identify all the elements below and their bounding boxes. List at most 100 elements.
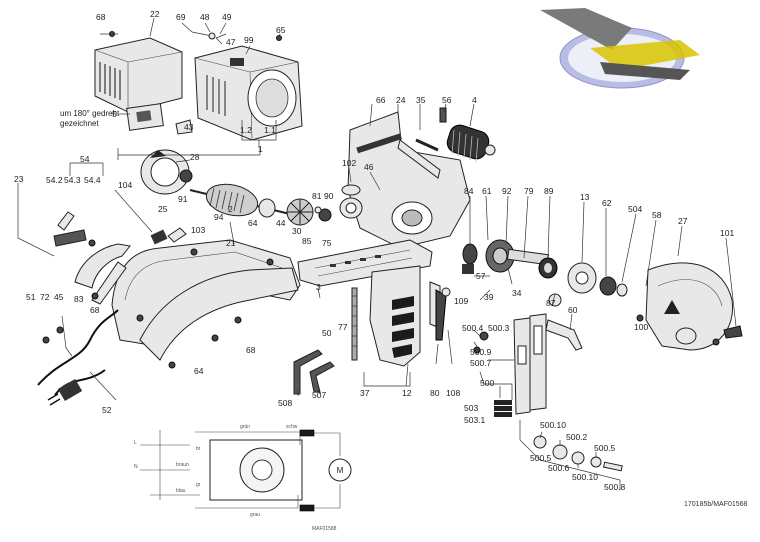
blade-guard-37	[351, 265, 441, 367]
housing-cover-22	[94, 31, 183, 113]
part-label: 54.4	[84, 175, 101, 185]
part-label: 500	[480, 378, 494, 388]
part-label: 28	[190, 152, 200, 162]
handle-knob-4	[446, 124, 496, 163]
part-label: 1.1	[264, 125, 276, 135]
part-label: 43	[184, 122, 194, 132]
part-label: 503.1	[464, 415, 486, 425]
part-label: 1	[258, 144, 263, 154]
part-labels: 68 22 69 48 49 65 47 99 5 43 1.2 1.1 1 2…	[14, 9, 734, 492]
part-label: 22	[150, 9, 160, 19]
gear-train	[462, 239, 628, 297]
part-label: 54.2	[46, 175, 63, 185]
part-label: 500.10	[540, 420, 566, 430]
part-label: 68	[90, 305, 100, 315]
handle-shell-64	[139, 267, 299, 369]
part-label: 91	[178, 194, 188, 204]
part-label: 500.3	[488, 323, 510, 333]
wire-label: N	[134, 464, 138, 470]
part-label: 90	[324, 191, 334, 201]
base-plate-3	[297, 239, 433, 287]
part-label: 13	[580, 192, 590, 202]
part-label: 89	[544, 186, 554, 196]
part-label: 24	[396, 95, 406, 105]
part-label: 49	[222, 12, 232, 22]
part-label: 44	[276, 218, 286, 228]
drawing-reference: 170185b/MAF01568	[684, 501, 748, 508]
part-label: 500.5	[594, 443, 616, 453]
wire-label: grün	[240, 424, 250, 430]
part-label: 109	[454, 296, 468, 306]
part-label: 79	[524, 186, 534, 196]
part-label: 25	[158, 204, 168, 214]
wire-label: br	[196, 446, 201, 452]
part-label: 92	[502, 186, 512, 196]
part-label: 508	[278, 398, 292, 408]
part-label: 2	[228, 204, 233, 214]
part-label: 21	[226, 238, 236, 248]
part-label: 80	[430, 388, 440, 398]
part-label: 500.6	[548, 463, 570, 473]
part-label: 81	[312, 191, 322, 201]
part-label: 66	[376, 95, 386, 105]
wiring-schematic: M grün braun schw grau blau br gr L N MA…	[134, 424, 352, 532]
wire-label: L	[134, 440, 137, 446]
part-label: 101	[720, 228, 734, 238]
wire-label: braun	[176, 462, 189, 468]
wire-label: gr	[196, 482, 201, 488]
part-label: 51	[26, 292, 36, 302]
part-label: 507	[312, 390, 326, 400]
armature-2	[189, 183, 291, 218]
part-label: 84	[464, 186, 474, 196]
part-label: 46	[364, 162, 374, 172]
part-label: 500.7	[470, 358, 492, 368]
brand-logo	[540, 8, 700, 89]
part-label: 62	[602, 198, 612, 208]
lever-108-80	[435, 287, 451, 341]
brush-holder-5	[126, 103, 193, 135]
part-label: 500.10	[572, 472, 598, 482]
part-label: 65	[276, 25, 286, 35]
part-label: 500.9	[470, 347, 492, 357]
part-label: 54.3	[64, 175, 81, 185]
part-label: 500.5	[530, 453, 552, 463]
part-label: 48	[200, 12, 210, 22]
part-label: 61	[482, 186, 492, 196]
part-label: 72	[40, 292, 50, 302]
part-label: 50	[322, 328, 332, 338]
part-label: 60	[568, 305, 578, 315]
bearing-102	[339, 184, 363, 219]
blade-guard-27	[636, 262, 743, 351]
wire-label: blau	[176, 488, 186, 494]
part-label: 108	[446, 388, 460, 398]
switch-104	[53, 211, 187, 247]
part-label: 45	[54, 292, 64, 302]
part-label: 104	[118, 180, 132, 190]
part-label: 5	[112, 109, 117, 119]
part-label: 34	[512, 288, 522, 298]
gear-housing-24	[347, 111, 471, 249]
leader-lines	[17, 17, 737, 490]
spindle-35-56	[415, 107, 447, 152]
part-label: 58	[652, 210, 662, 220]
note-rotated-line1: um 180° gedreht	[60, 109, 120, 118]
part-label: 1.2	[240, 125, 252, 135]
part-label: 100	[634, 322, 648, 332]
part-label: 103	[191, 225, 205, 235]
small-parts-48-49	[191, 31, 227, 45]
part-label: 68	[246, 345, 256, 355]
handle-shell-23	[74, 243, 131, 305]
part-label: 56	[442, 95, 452, 105]
motor-housing-99	[194, 35, 303, 141]
wire-label: grau	[250, 512, 260, 518]
part-label: 85	[302, 236, 312, 246]
part-label: 30	[292, 226, 302, 236]
motor-symbol: M	[337, 466, 344, 475]
part-label: 87	[546, 298, 556, 308]
part-label: 68	[96, 12, 106, 22]
part-label: 54	[80, 154, 90, 164]
part-label: 4	[472, 95, 477, 105]
part-label: 64	[194, 366, 204, 376]
part-label: 39	[484, 292, 494, 302]
